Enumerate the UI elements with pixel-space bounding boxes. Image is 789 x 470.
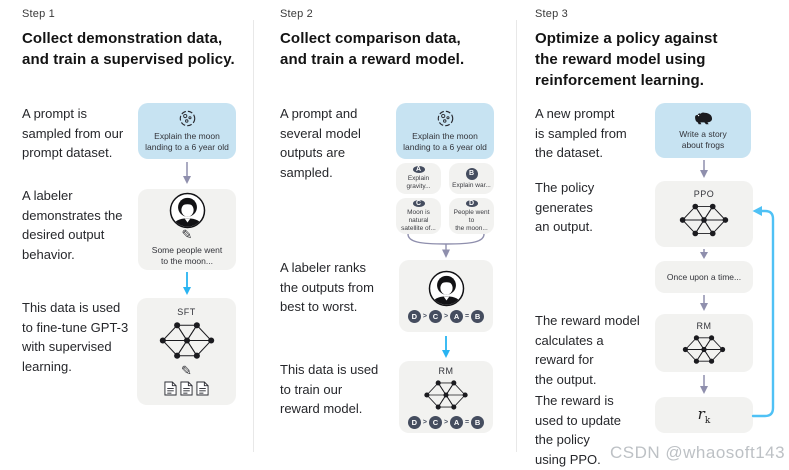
watermark: CSDN @whaosoft143 bbox=[610, 443, 786, 462]
ranking-row: D > C > A = B bbox=[407, 415, 485, 429]
step1-para-finetune: This data is used to fine-tune GPT-3 wit… bbox=[22, 300, 129, 374]
step2-para-sampled: A prompt and several model outputs are s… bbox=[280, 106, 361, 180]
step3-prompt-box: Write a story about frogs bbox=[655, 103, 751, 158]
rank-separator: > bbox=[422, 312, 427, 320]
down-arrow-icon bbox=[183, 162, 191, 184]
neural-network-icon bbox=[422, 378, 470, 412]
sft-label: SFT bbox=[177, 307, 196, 317]
step2-prompt-text: Explain the moon landing to a 6 year old bbox=[403, 131, 487, 152]
rank-separator: = bbox=[465, 312, 470, 320]
column-divider bbox=[516, 20, 517, 452]
output-a-text: Explain gravity... bbox=[406, 175, 431, 190]
frog-icon bbox=[692, 110, 715, 126]
step1-labeler-box: ✎ Some people went to the moon... bbox=[138, 189, 236, 270]
step1-para-labeler: A labeler demonstrates the desired outpu… bbox=[22, 188, 123, 262]
converge-arrow-icon bbox=[407, 234, 485, 258]
down-arrow-icon bbox=[700, 160, 708, 178]
step3-output-text: Once upon a time... bbox=[666, 271, 742, 282]
rank-chip: B bbox=[471, 415, 485, 429]
ranking-row: D > C > A = B bbox=[407, 309, 485, 323]
pencil-icon: ✎ bbox=[181, 364, 192, 379]
documents-icon bbox=[164, 381, 209, 396]
step3-label: Step 3 bbox=[535, 8, 569, 20]
step1-prompt-text: Explain the moon landing to a 6 year old bbox=[145, 131, 229, 152]
rm-label: RM bbox=[696, 320, 712, 331]
neural-network-icon bbox=[678, 201, 730, 239]
output-b-text: Explain war... bbox=[452, 181, 491, 189]
moon-icon bbox=[178, 109, 197, 128]
step2-label: Step 2 bbox=[280, 8, 314, 20]
rank-chip: B bbox=[471, 309, 485, 323]
rm-label: RM bbox=[438, 365, 454, 376]
rank-chip: A bbox=[450, 309, 464, 323]
rank-separator: = bbox=[465, 418, 470, 426]
reward-value: rk bbox=[697, 404, 711, 426]
step3-para-reward: The reward model calculates a reward for… bbox=[535, 313, 640, 387]
moon-icon bbox=[436, 109, 455, 128]
rank-chip: C bbox=[428, 415, 442, 429]
chip-d: D bbox=[465, 199, 478, 207]
step2-rm-box: RM D > C > bbox=[399, 361, 493, 433]
step3-heading: Optimize a policy against the reward mod… bbox=[535, 30, 718, 89]
output-d-text: People went to the moon... bbox=[453, 208, 490, 232]
step3-para-update: The reward is used to update the policy … bbox=[535, 393, 622, 467]
neural-network-icon bbox=[681, 333, 727, 366]
rank-chip: D bbox=[407, 309, 421, 323]
step3-prompt-text: Write a story about frogs bbox=[679, 129, 727, 150]
step2-para-ranks: A labeler ranks the outputs from best to… bbox=[280, 260, 374, 314]
output-box-b: B Explain war... bbox=[449, 163, 494, 194]
rank-separator: > bbox=[443, 418, 449, 426]
down-arrow-icon bbox=[183, 272, 191, 295]
step3-para-policy: The policy generates an output. bbox=[535, 180, 595, 234]
rank-separator: > bbox=[422, 418, 427, 426]
output-c-text: Moon is natural satellite of... bbox=[401, 208, 436, 232]
chip-c: C bbox=[412, 199, 425, 207]
down-arrow-icon bbox=[700, 295, 708, 311]
rank-chip: D bbox=[407, 415, 421, 429]
step3-para-prompt: A new prompt is sampled from the dataset… bbox=[535, 106, 627, 160]
down-arrow-icon bbox=[700, 249, 708, 259]
step1-prompt-box: Explain the moon landing to a 6 year old bbox=[138, 103, 236, 159]
step2-para-train: This data is used to train our reward mo… bbox=[280, 362, 379, 416]
output-box-a: A Explain gravity... bbox=[396, 163, 441, 194]
rank-chip: A bbox=[450, 415, 464, 429]
output-box-c: C Moon is natural satellite of... bbox=[396, 198, 441, 234]
chip-a: A bbox=[412, 166, 425, 173]
step1-heading: Collect demonstration data, and train a … bbox=[22, 30, 235, 68]
step2-heading: Collect comparison data, and train a rew… bbox=[280, 30, 465, 68]
rank-chip: C bbox=[428, 309, 442, 323]
neural-network-icon bbox=[158, 319, 216, 362]
step3-output-box: Once upon a time... bbox=[655, 261, 753, 293]
labeler-avatar-icon bbox=[428, 270, 465, 307]
ppo-label: PPO bbox=[693, 189, 715, 199]
step3-ppo-box: PPO bbox=[655, 181, 753, 247]
step1-para-prompt: A prompt is sampled from our prompt data… bbox=[22, 106, 124, 160]
step3-rm-box: RM bbox=[655, 314, 753, 372]
chip-b: B bbox=[465, 167, 478, 180]
feedback-loop-arrow-icon bbox=[751, 206, 775, 418]
step2-prompt-box: Explain the moon landing to a 6 year old bbox=[396, 103, 494, 159]
step1-demo-text: Some people went to the moon... bbox=[151, 245, 223, 266]
step1-sft-box: SFT ✎ bbox=[137, 298, 236, 405]
down-arrow-icon bbox=[700, 375, 708, 394]
step3-reward-box: rk bbox=[655, 397, 753, 433]
column-divider bbox=[253, 20, 254, 452]
down-arrow-icon bbox=[442, 336, 450, 358]
step2-ranking-box: D > C > A = B bbox=[399, 260, 493, 332]
labeler-avatar-icon bbox=[169, 192, 206, 229]
pencil-icon: ✎ bbox=[181, 228, 193, 243]
output-box-d: D People went to the moon... bbox=[449, 198, 494, 234]
rank-separator: > bbox=[443, 312, 449, 320]
step1-label: Step 1 bbox=[22, 8, 56, 20]
